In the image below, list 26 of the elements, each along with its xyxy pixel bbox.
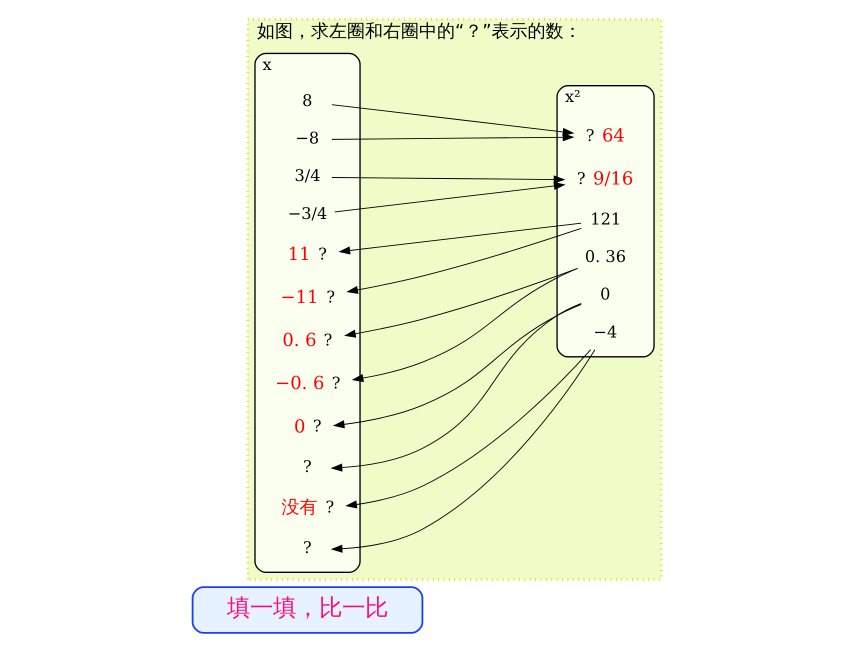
- node-text: ?: [302, 538, 312, 557]
- node-label: 0: [294, 416, 305, 438]
- node-label: 9/16: [592, 168, 633, 190]
- node-label: −0. 6: [274, 373, 324, 394]
- node-text: ?: [318, 244, 326, 264]
- node-text: 121: [590, 209, 621, 228]
- node-text: 3/4: [294, 166, 320, 186]
- node-label: 0. 6: [282, 330, 316, 352]
- node-text: −8: [294, 128, 319, 148]
- node-label: −11: [280, 286, 318, 308]
- node-label: 11: [287, 244, 310, 265]
- node-text: ?: [585, 126, 594, 145]
- node-text: −3/4: [287, 204, 327, 223]
- node-label: 64: [601, 125, 624, 146]
- node-label: 没有: [280, 497, 317, 518]
- node-text: 8: [302, 90, 312, 110]
- node-text: ?: [576, 168, 585, 188]
- node-text: ?: [326, 287, 335, 306]
- node-text: ?: [324, 498, 334, 517]
- node-text: ?: [323, 330, 332, 350]
- node-text: 0. 36: [584, 247, 626, 266]
- node-text: ?: [331, 374, 340, 393]
- node-text: ?: [312, 416, 322, 436]
- node-text: ?: [302, 457, 312, 476]
- node-text: 0: [600, 284, 610, 304]
- node-text: −4: [592, 322, 617, 342]
